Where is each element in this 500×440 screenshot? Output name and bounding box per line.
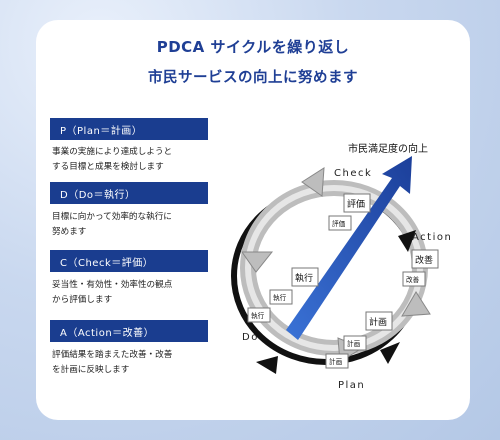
box-exec-large <box>291 267 319 287</box>
box-exec-large-label: 執行 <box>295 272 313 284</box>
pdca-cycle-diagram: 市民満足度の向上 Check Action Plan Do 評価 評価 改善 改… <box>231 142 452 391</box>
arrow-caption: 市民満足度の向上 <box>348 142 428 155</box>
stage-label-do: Do <box>242 332 259 343</box>
phase-label-action: A（Action＝改善） <box>50 320 208 342</box>
ring-arrowhead-left <box>241 251 274 273</box>
satisfaction-arrow <box>286 156 412 340</box>
box-plan-small-label: 計画 <box>329 357 342 366</box>
stage-label-check: Check <box>334 168 372 179</box>
phase-desc-plan: 事業の実施により達成しようと する目標と成果を検討します <box>52 147 173 172</box>
phase-label-check: C（Check＝評価） <box>50 250 208 272</box>
box-exec-small-label: 執行 <box>251 311 265 320</box>
box-eval-large <box>343 193 371 213</box>
box-eval-small <box>328 215 352 231</box>
stage-label-plan: Plan <box>338 380 365 391</box>
phase-desc-do: 目標に向かって効率的な執行に 努めます <box>52 212 172 237</box>
box-improve-small-label: 改善 <box>406 275 420 284</box>
ring-arrowhead-right <box>401 291 431 317</box>
box-plan-small <box>325 353 349 369</box>
box-eval-large-label: 評価 <box>347 198 365 210</box>
box-plan-large <box>365 311 393 331</box>
box-improve-large <box>411 249 439 269</box>
phase-desc-action: 評価結果を踏まえた改善・改善 を計画に反映します <box>52 350 173 375</box>
stage-label-action: Action <box>412 232 452 243</box>
box-improve-large-label: 改善 <box>415 254 433 266</box>
phase-label-do: D（Do＝執行） <box>50 182 208 204</box>
box-plan-mid-label: 計画 <box>347 339 360 348</box>
phase-desc-check: 妥当性・有効性・効率性の観点 から評価します <box>52 280 173 305</box>
phase-label-plan: P（Plan＝計画） <box>50 118 208 140</box>
ring-arrowhead-top <box>301 167 325 197</box>
pdca-card: PDCA サイクルを繰り返し 市民サービスの向上に努めます P（Plan＝計画）… <box>36 20 470 420</box>
box-plan-large-label: 計画 <box>369 316 387 328</box>
box-exec-small <box>247 307 271 323</box>
box-exec-mid-label: 執行 <box>273 293 287 302</box>
wedge-arrow-do <box>256 356 278 374</box>
box-improve-small <box>402 271 426 287</box>
wedge-arrow-action <box>398 230 416 252</box>
box-exec-mid <box>269 289 293 305</box>
box-plan-mid <box>343 335 367 351</box>
page-subtitle: 市民サービスの向上に努めます <box>148 70 358 86</box>
box-eval-small-label: 評価 <box>332 219 346 228</box>
page-title: PDCA サイクルを繰り返し <box>156 38 350 56</box>
wedge-arrow-plan <box>380 342 400 364</box>
